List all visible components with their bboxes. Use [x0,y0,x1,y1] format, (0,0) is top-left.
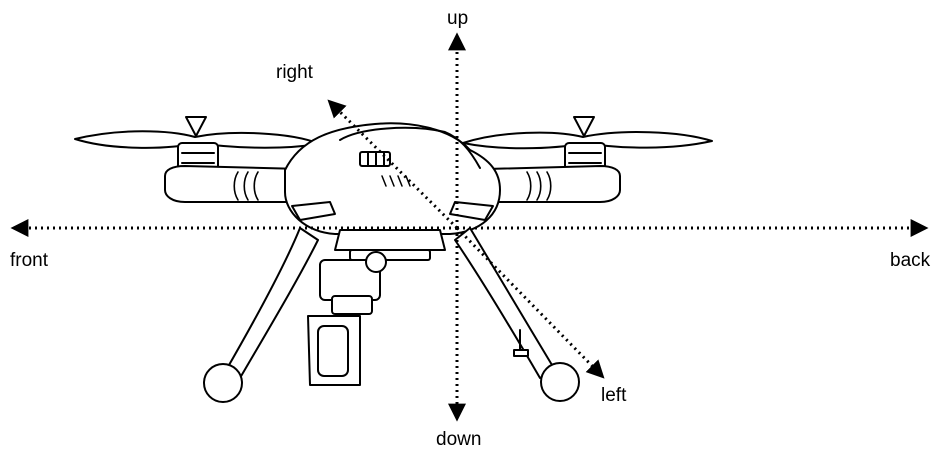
right-propeller [462,116,713,150]
left-motor [177,142,219,174]
camera-gimbal [307,251,387,386]
front-label: front [10,250,49,271]
right-label: right [276,62,313,83]
left-axis [455,226,605,379]
down-label: down [436,429,482,450]
drone-body [74,116,713,403]
axes [10,32,929,422]
left-label: left [601,385,627,406]
right-landing-leg [454,227,556,379]
left-foot [203,363,243,403]
drone-underbody [334,229,446,251]
right-foot [540,362,580,402]
left-landing-leg [224,227,319,379]
back-label: back [890,250,931,271]
up-label: up [447,8,469,29]
